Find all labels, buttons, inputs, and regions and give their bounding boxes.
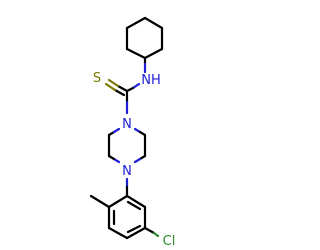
cyclohexane-ring xyxy=(125,16,164,60)
structure-drawing: S NH N N Cl xyxy=(89,16,176,249)
sulfur-label: S xyxy=(93,71,101,86)
methyl-group xyxy=(89,194,111,209)
thiocarbonyl-double-bond xyxy=(104,78,129,97)
piperazine-n-bottom-label: N xyxy=(122,164,132,179)
molecule-diagram: S NH N N Cl xyxy=(89,16,176,249)
benzene-ring xyxy=(107,194,147,240)
nh-label: NH xyxy=(141,73,161,88)
chlorine-label: Cl xyxy=(163,234,176,249)
piperazine-ring xyxy=(107,127,147,164)
piperazine-n-top-label: N xyxy=(122,117,132,132)
nh-carbon-bond xyxy=(125,82,141,93)
chloro-bond xyxy=(143,226,160,238)
